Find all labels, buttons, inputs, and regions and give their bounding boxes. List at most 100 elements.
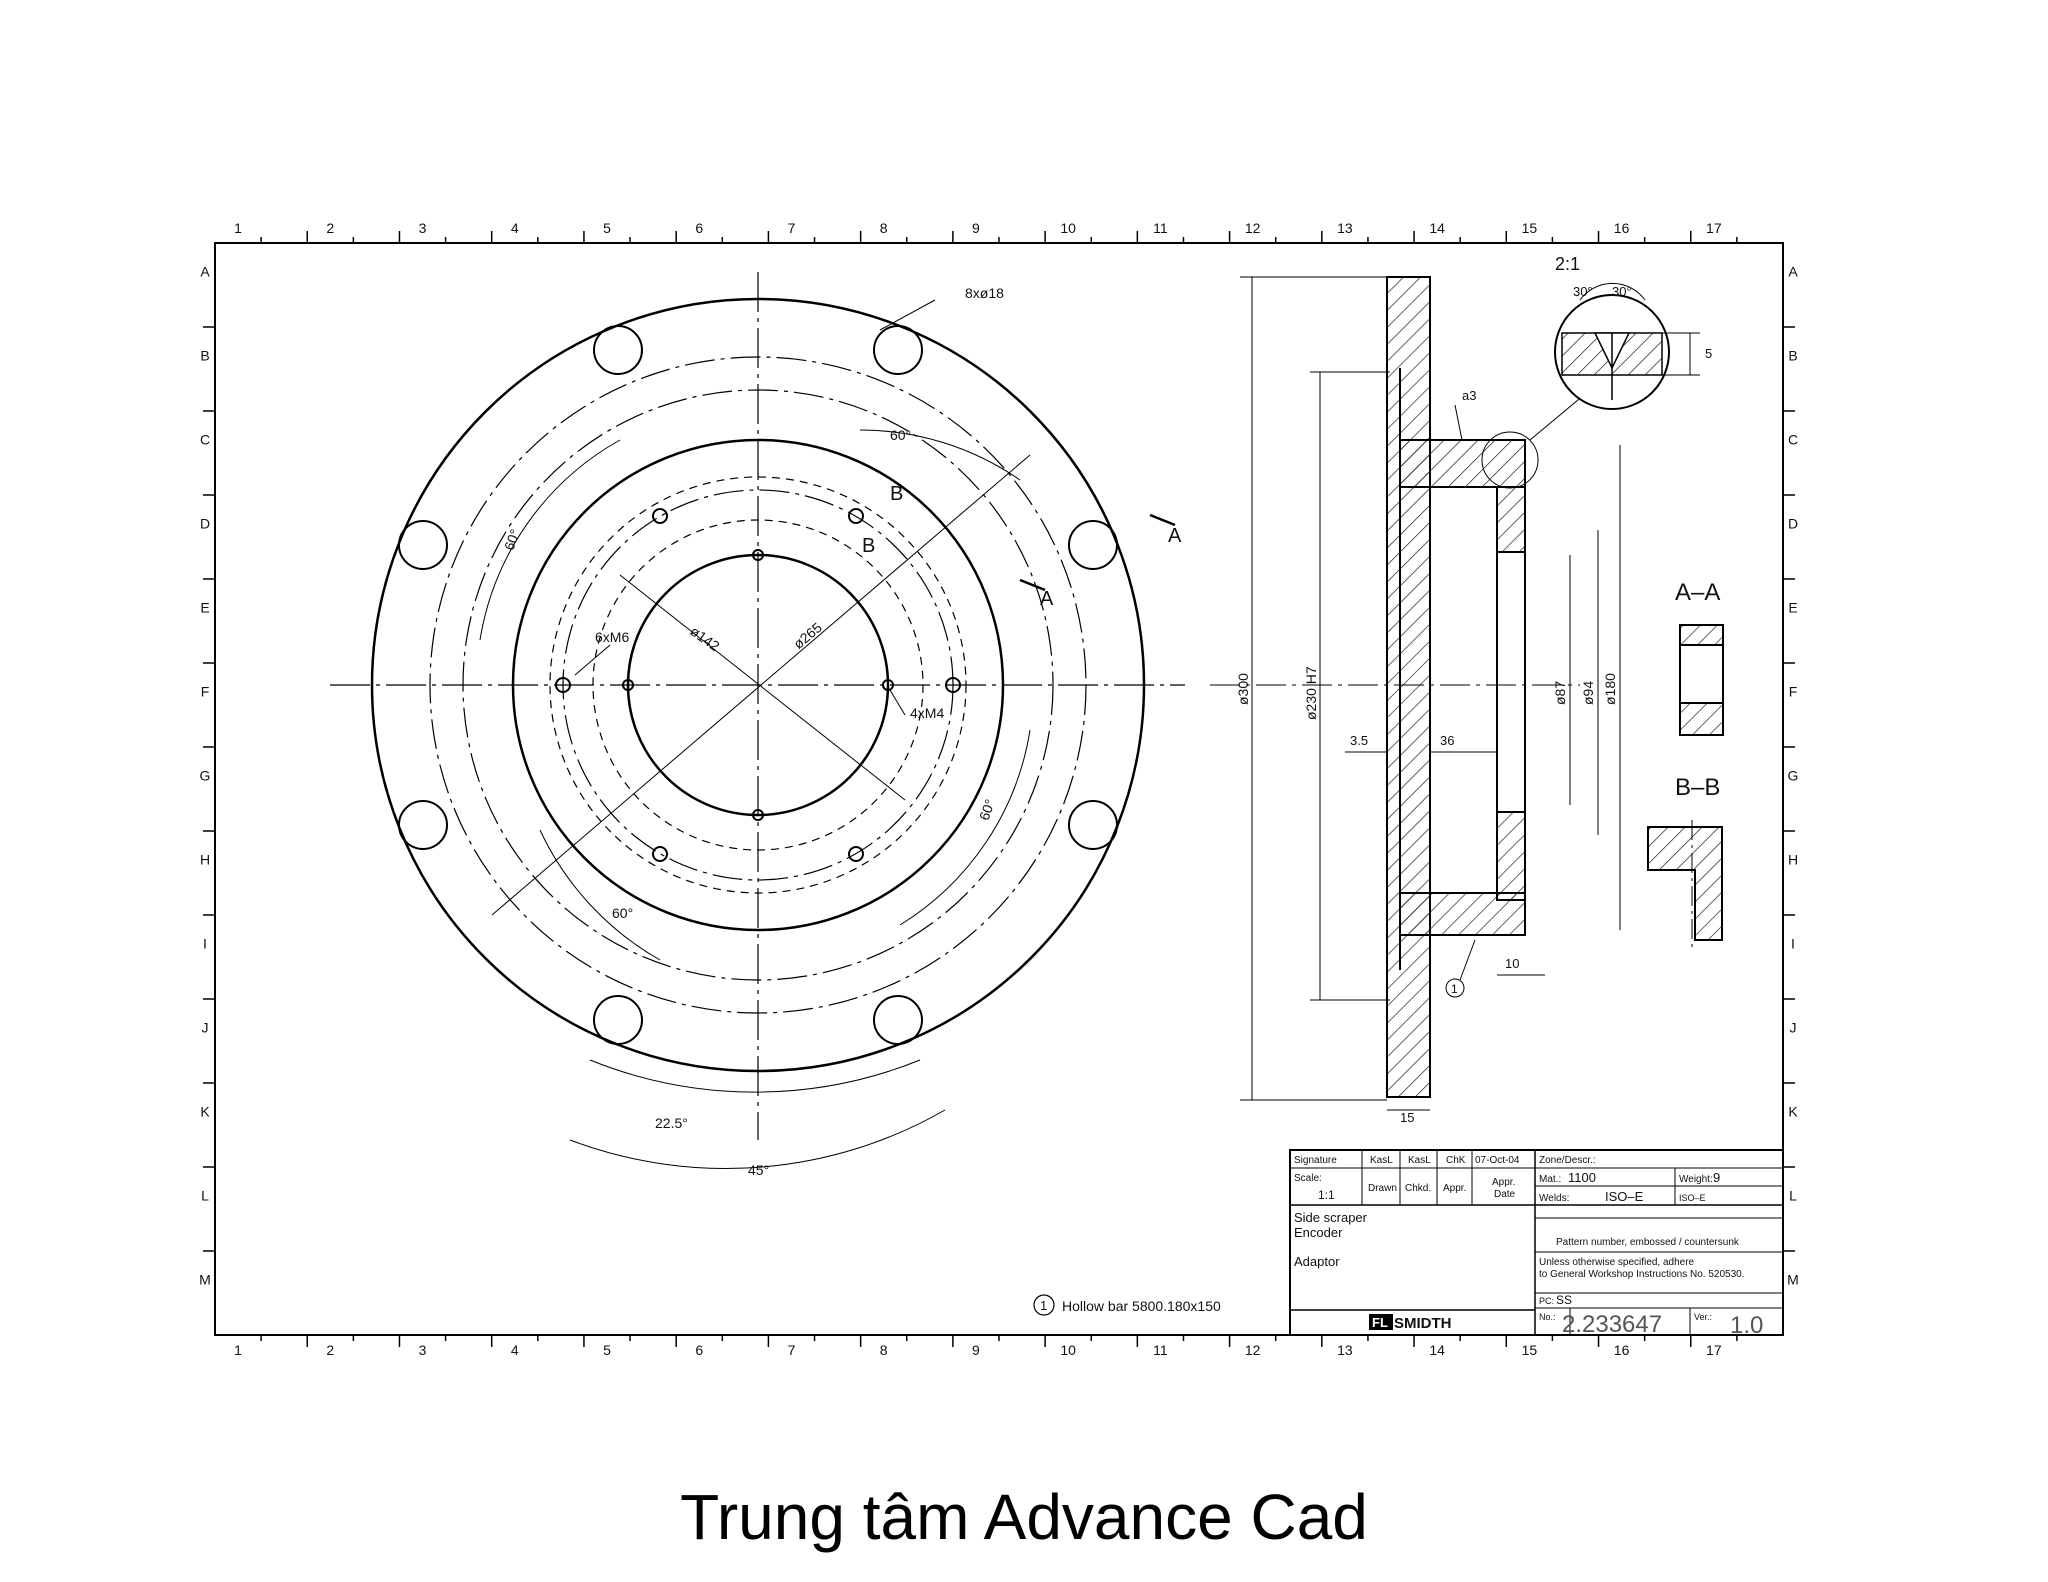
grid-col-label: 7 — [788, 1342, 796, 1358]
grid-row-label: A — [200, 264, 210, 280]
pattern-note: Pattern number, embossed / countersunk — [1556, 1237, 1740, 1248]
grid-col-label: 10 — [1060, 220, 1076, 236]
grid-col-label: 11 — [1153, 220, 1168, 236]
grid-col-label: 17 — [1706, 220, 1722, 236]
grid-row-label: A — [1788, 264, 1798, 280]
grid-col-label: 13 — [1337, 220, 1353, 236]
weight-value: 9 — [1713, 1170, 1720, 1185]
description-line-3: Adaptor — [1294, 1254, 1340, 1269]
appr-date-label: Appr. — [1492, 1177, 1515, 1188]
grid-row-label: L — [1789, 1188, 1797, 1204]
scale-value: 1:1 — [1318, 1188, 1335, 1202]
description-line-2: Encoder — [1294, 1225, 1343, 1240]
title-block — [1289, 1149, 1784, 1336]
grid-row-label: M — [199, 1272, 211, 1288]
grid-col-label: 13 — [1337, 1342, 1353, 1358]
grid-row-label: D — [200, 516, 210, 532]
section-b-marker: B — [890, 483, 903, 505]
angle-45-label: 45° — [748, 1162, 769, 1178]
dim-3-5-label: 3.5 — [1350, 733, 1368, 748]
weight-label: Weight: — [1679, 1174, 1713, 1185]
weld-a3-label: a3 — [1462, 388, 1476, 403]
mat-value: 1100 — [1568, 1170, 1596, 1185]
detail-scale-label: 2:1 — [1555, 254, 1580, 274]
grid-col-label: 11 — [1153, 1342, 1168, 1358]
grid-col-label: 5 — [603, 220, 611, 236]
grid-row-label: D — [1788, 516, 1798, 532]
section-view — [1210, 276, 1724, 1111]
version-label: Ver.: — [1694, 1312, 1712, 1322]
section-b-marker: B — [862, 535, 875, 557]
checked-label: Chkd. — [1405, 1183, 1431, 1194]
angle-60-label: 60° — [501, 527, 523, 552]
dia-142-label: ø142 — [687, 623, 722, 655]
drawing-frame — [214, 242, 1784, 1336]
grid-col-label: 14 — [1429, 220, 1445, 236]
grid-row-label: C — [1788, 432, 1798, 448]
grid-row-label: M — [1787, 1272, 1799, 1288]
grid-row-label: G — [1788, 768, 1799, 784]
grid-col-label: 8 — [880, 220, 888, 236]
drawing-number-label: No.: — [1539, 1312, 1556, 1322]
dia-94-label: ø94 — [1580, 681, 1596, 705]
welds-label: Welds: — [1539, 1193, 1569, 1204]
grid-row-label: B — [1788, 348, 1797, 364]
grid-col-label: 12 — [1245, 1342, 1261, 1358]
drawn-label: Drawn — [1368, 1183, 1397, 1194]
dim-36-label: 36 — [1440, 733, 1454, 748]
grid-row-label: F — [1789, 684, 1798, 700]
approved-by-value: ChK — [1446, 1155, 1466, 1166]
grid-col-label: 6 — [695, 220, 703, 236]
logo-smidth: SMIDTH — [1394, 1315, 1452, 1332]
appr-date-label: Date — [1494, 1189, 1516, 1200]
grid-col-label: 3 — [419, 220, 427, 236]
grid-row-label: G — [200, 768, 211, 784]
dim-15-label: 15 — [1400, 1110, 1414, 1125]
note-text: Hollow bar 5800.180x150 — [1062, 1298, 1221, 1314]
checked-by-value: KasL — [1408, 1155, 1431, 1166]
grid-col-label: 3 — [419, 1342, 427, 1358]
version-value: 1.0 — [1730, 1312, 1763, 1339]
balloon-1: 1 — [1451, 982, 1458, 996]
title-block-labels: Signature KasL KasL ChK 07-Oct-04 Zone/D… — [1294, 1155, 1763, 1339]
grid-col-label: 12 — [1245, 220, 1261, 236]
grid-col-label: 4 — [511, 220, 519, 236]
angle-60-label: 60° — [976, 797, 998, 822]
m6-label: 6xM6 — [595, 629, 629, 645]
grid-row-label: I — [1791, 936, 1795, 952]
grid-col-label: 15 — [1522, 220, 1538, 236]
grid-row-label: E — [200, 600, 209, 616]
pc-label: PC: — [1539, 1296, 1554, 1306]
grid-col-label: 15 — [1522, 1342, 1538, 1358]
welds-value: ISO–E — [1605, 1189, 1644, 1204]
approved-label: Appr. — [1443, 1183, 1466, 1194]
section-aa-label: A–A — [1675, 579, 1720, 606]
grid-col-label: 8 — [880, 1342, 888, 1358]
dim-5-label: 5 — [1705, 346, 1712, 361]
signature-label: Signature — [1294, 1155, 1337, 1166]
grid-col-label: 1 — [234, 1342, 242, 1358]
zone-label: Zone/Descr.: — [1539, 1155, 1596, 1166]
dia-265-label: ø265 — [790, 619, 825, 652]
grid-row-label: K — [1788, 1104, 1798, 1120]
material-note: 1 Hollow bar 5800.180x150 — [1033, 1294, 1221, 1316]
workshop-line-1: Unless otherwise specified, adhere — [1539, 1257, 1695, 1268]
grid-col-label: 5 — [603, 1342, 611, 1358]
logo-fl: FL — [1372, 1315, 1388, 1330]
note-balloon: 1 — [1040, 1298, 1047, 1313]
grid-marks: 1122334455667788991010111112121313141415… — [199, 220, 1799, 1358]
pc-value: SS — [1556, 1293, 1572, 1307]
scale-label: Scale: — [1294, 1173, 1322, 1184]
front-view — [330, 272, 1185, 1169]
dia-230-label: ø230 H7 — [1303, 666, 1319, 720]
grid-col-label: 17 — [1706, 1342, 1722, 1358]
angle-60-label: 60° — [890, 427, 911, 443]
dia-87-label: ø87 — [1552, 681, 1568, 705]
grid-row-label: K — [200, 1104, 210, 1120]
section-bb-label: B–B — [1675, 774, 1720, 801]
grid-row-label: J — [1790, 1020, 1797, 1036]
angle-30-label: 30° — [1612, 284, 1632, 299]
grid-row-label: L — [201, 1188, 209, 1204]
grid-row-label: I — [203, 936, 207, 952]
